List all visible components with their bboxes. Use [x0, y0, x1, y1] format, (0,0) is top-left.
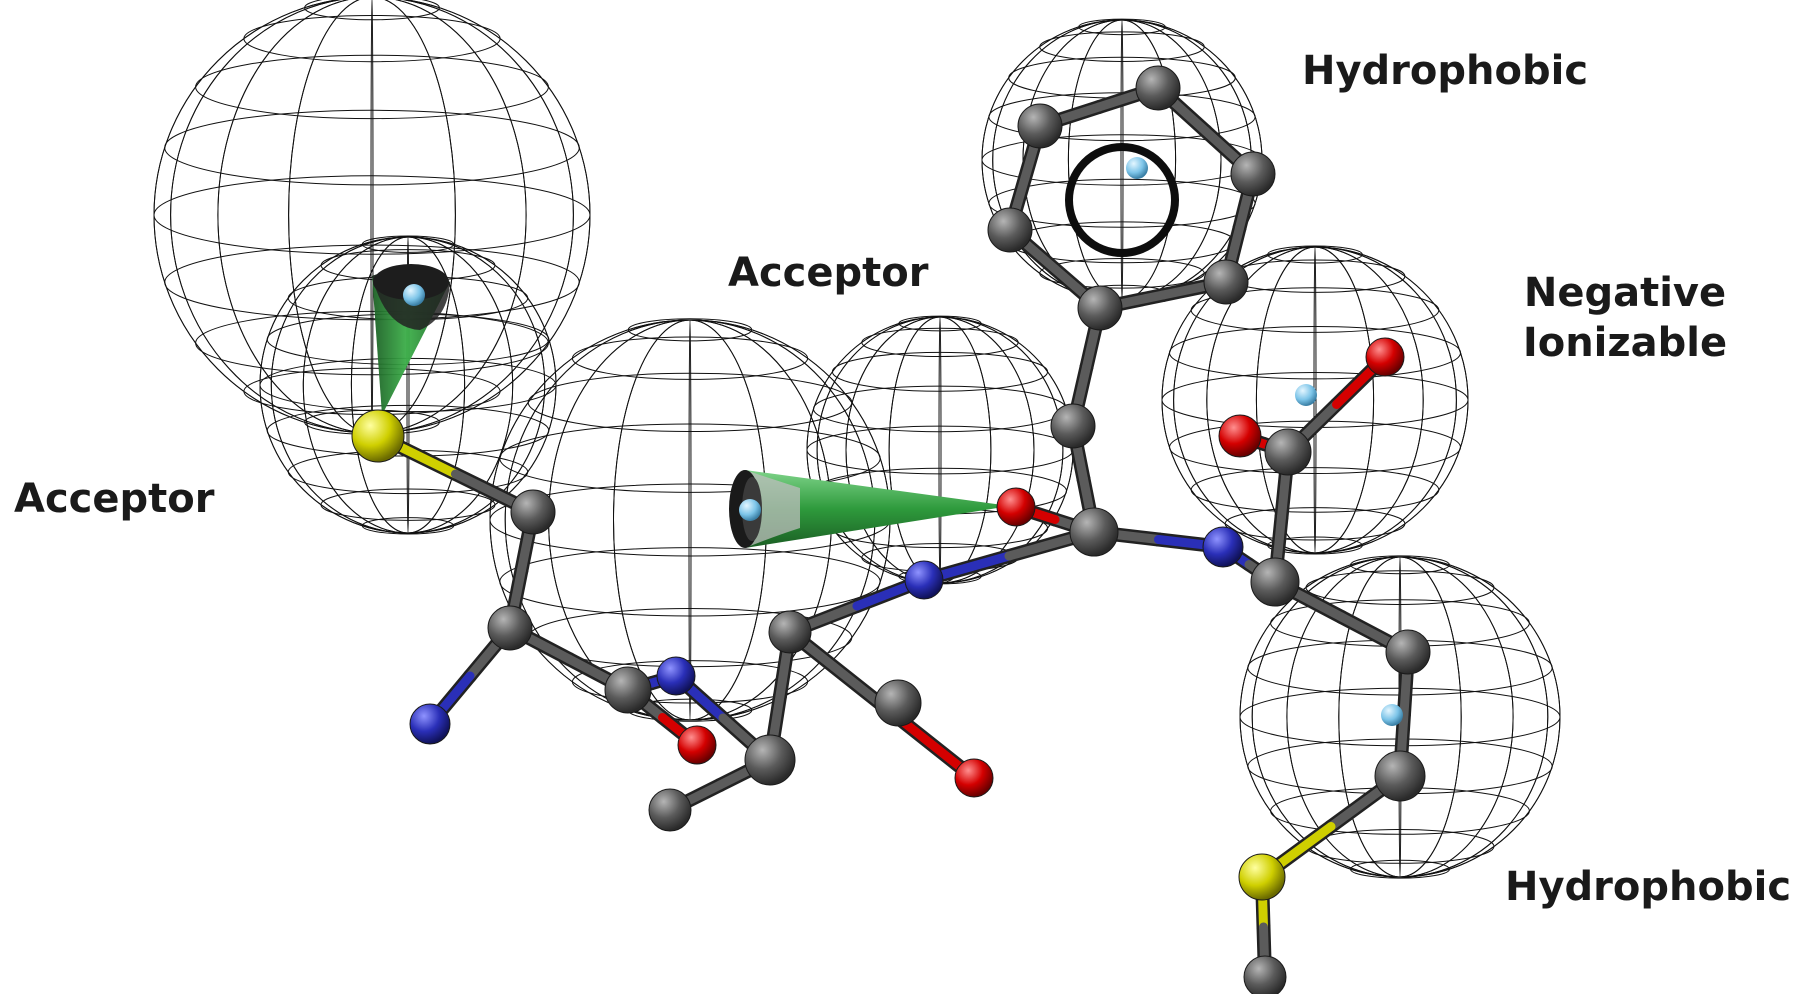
atom-C15	[1243, 955, 1287, 994]
atom-O3	[996, 487, 1036, 527]
atom-C6	[648, 788, 692, 832]
atom-S1	[351, 409, 405, 463]
molecule-atoms	[351, 65, 1431, 994]
atom-C5	[768, 610, 812, 654]
label-acceptor-center: Acceptor	[728, 250, 929, 296]
feature-center-0	[403, 284, 425, 306]
atom-O2	[954, 758, 994, 798]
bond-N3-C8	[917, 525, 1101, 587]
bond-C5-N3	[783, 573, 931, 639]
label-negative-ionizable: Negative Ionizable	[1515, 268, 1735, 368]
label-negative-line2: Ionizable	[1522, 320, 1728, 366]
atom-C2	[487, 605, 533, 651]
atom-R1	[1017, 103, 1063, 149]
atom-N4	[1202, 526, 1244, 568]
atom-C7	[874, 679, 922, 727]
atom-C8	[1069, 507, 1119, 557]
feature-center-4	[1381, 704, 1403, 726]
aromatic-ring-circle-icon	[1065, 143, 1179, 257]
feature-center-1	[739, 499, 761, 521]
atom-C1	[510, 489, 556, 535]
label-hydrophobic-bottom: Hydrophobic	[1505, 864, 1792, 910]
atom-C10	[1077, 285, 1123, 331]
atom-O5	[1365, 337, 1405, 377]
label-negative-line1: Negative	[1523, 270, 1727, 316]
atom-N2	[656, 656, 696, 696]
atom-C4	[744, 734, 796, 786]
label-hydrophobic-top: Hydrophobic	[1302, 48, 1589, 94]
acceptor-vectors	[372, 264, 1010, 548]
atom-R5	[987, 207, 1033, 253]
atom-C11	[1250, 557, 1300, 607]
atom-N3	[904, 560, 944, 600]
label-acceptor-left: Acceptor	[14, 476, 215, 522]
feature-centers	[403, 157, 1403, 726]
atom-C12	[1264, 428, 1312, 476]
atom-O1	[677, 725, 717, 765]
atom-O4	[1218, 414, 1262, 458]
atom-S2	[1238, 853, 1286, 901]
atom-C3	[604, 666, 652, 714]
feature-center-3	[1295, 384, 1317, 406]
acceptor-left-outer-sphere	[153, 0, 591, 435]
atom-C13	[1385, 629, 1431, 675]
atom-C9	[1050, 403, 1096, 449]
atom-C14	[1374, 750, 1426, 802]
atom-R2	[1135, 65, 1181, 111]
feature-center-2	[1126, 157, 1148, 179]
atom-R3	[1230, 151, 1276, 197]
atom-R4	[1203, 259, 1249, 305]
atom-N1	[409, 703, 451, 745]
